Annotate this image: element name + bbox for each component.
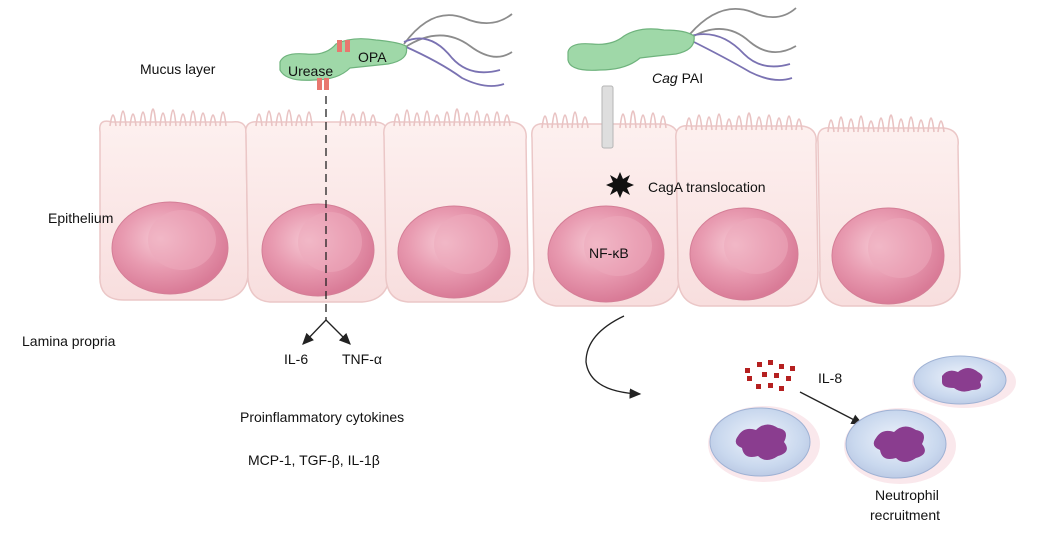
il8-molecules [745,360,795,391]
epithelium-cells [99,108,961,307]
bacterium-urease-opa [279,13,513,90]
proinflammatory-cytokines-label: Proinflammatory cytokines [240,409,404,425]
epithelial-cell [675,112,819,307]
caga-burst-icon [606,172,634,198]
neutrophil [844,408,956,484]
adhesin-marker [337,40,342,52]
il8-recruitment-arrow [799,391,864,425]
adhesin-marker [317,78,322,90]
bacterium-body [567,28,695,71]
mucus-layer-label: Mucus layer [140,61,216,77]
cag-pai-rest: PAI [678,70,703,86]
caga-translocation-label: CagA translocation [648,179,766,195]
il8-label: IL-8 [818,370,842,386]
tnfa-label: TNF-α [342,351,382,367]
epithelial-cell [99,108,249,301]
neutrophil-label: Neutrophil [875,487,939,503]
bacterium-cag-pai [567,7,797,149]
opa-label: OPA [358,49,387,65]
secretion-system [601,85,614,149]
il6-label: IL-6 [284,351,308,367]
recruitment-label: recruitment [870,507,940,523]
epithelial-cell [383,108,529,303]
lamina-propria-label: Lamina propria [22,333,116,349]
nfkb-label: NF-κB [589,245,629,261]
cag-italic: Cag [652,70,678,86]
epithelial-cell [817,114,961,307]
cag-pai-label: Cag PAI [652,70,703,86]
adhesin-marker [324,78,329,90]
cytokine-list-label: MCP-1, TGF-β, IL-1β [248,452,380,468]
il6-arrow [302,319,327,345]
urease-label: Urease [288,63,333,79]
nfkb-to-il8-arrow [585,315,642,399]
adhesin-marker [345,40,350,52]
bacterium-body [279,38,408,81]
epithelial-cell [245,109,391,303]
tnfa-arrow [325,319,351,345]
epithelium-label: Epithelium [48,210,113,226]
neutrophil [708,406,820,482]
neutrophil [912,355,1016,408]
